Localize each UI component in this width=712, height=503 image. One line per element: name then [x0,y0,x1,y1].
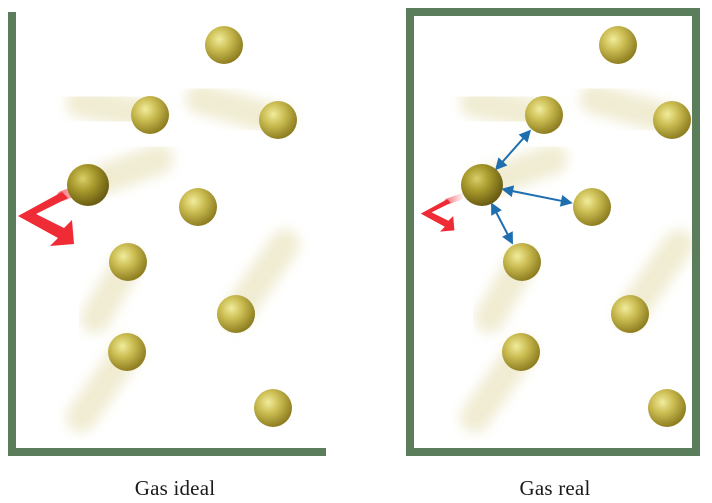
gas-particle [259,101,297,139]
gas-particle [502,333,540,371]
container-wall [406,8,700,456]
gas-particle [525,96,563,134]
collision-arrow-shape [420,199,455,232]
gas-particle [205,26,243,64]
gas-particle [648,389,686,427]
highlighted-gas-particle [67,164,109,206]
gas-particle [611,295,649,333]
real-gas-caption: Gas real [519,476,591,500]
attraction-force-arrow [491,202,513,245]
gas-particle [109,243,147,281]
gas-particle [131,96,169,134]
gas-particle [179,188,217,226]
wall-collision-arrow [420,192,468,232]
attraction-force-arrow [494,129,532,171]
gas-particle [599,26,637,64]
container-wall [8,12,326,456]
gas-particle [503,243,541,281]
real-gas-panel [406,8,700,456]
gas-particle [573,188,611,226]
ideal-gas-panel [8,12,326,456]
collision-arrow-glow [444,192,468,205]
gas-particle [108,333,146,371]
highlighted-gas-particle [461,164,503,206]
gas-particle [217,295,255,333]
ideal-gas-caption: Gas ideal [134,476,216,500]
collision-arrow-shape [18,192,74,246]
gas-particle [254,389,292,427]
gas-particle [653,101,691,139]
attraction-force-arrow [501,185,573,207]
